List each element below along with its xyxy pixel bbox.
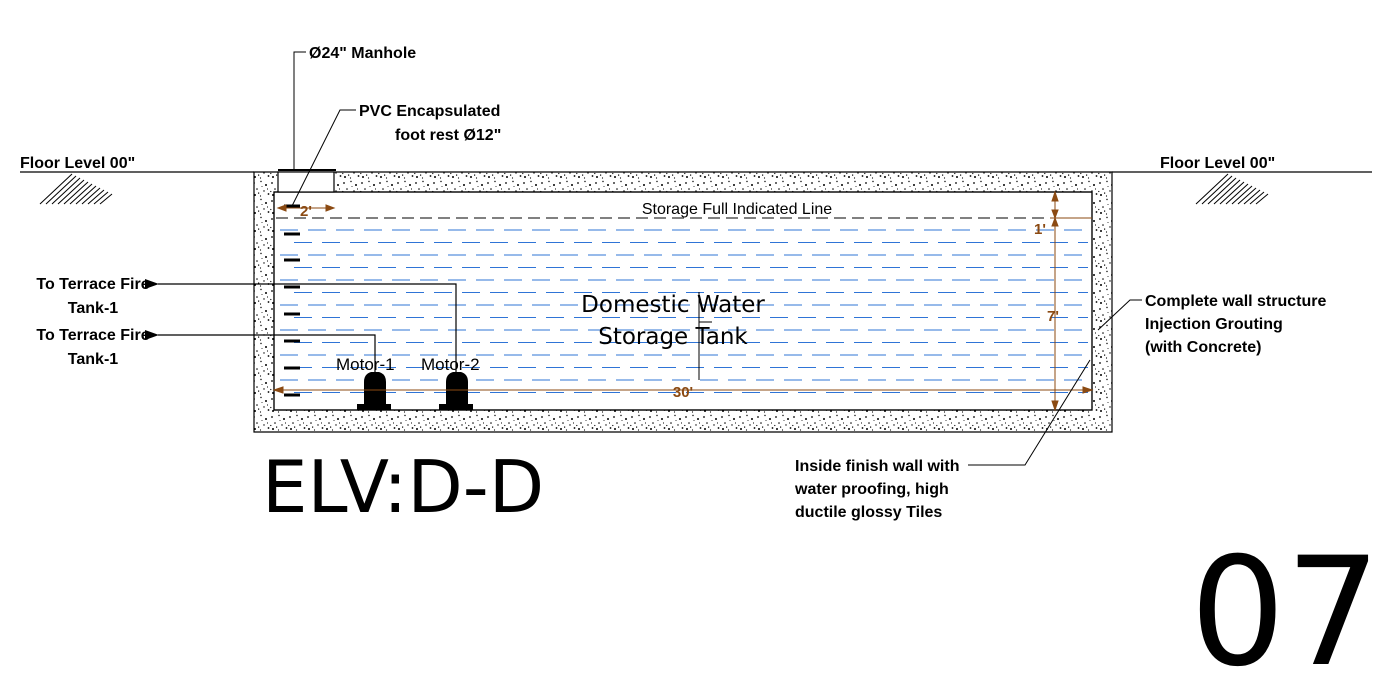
wall-note-line2: Injection Grouting — [1145, 316, 1283, 333]
finish-note-line2: water proofing, high — [794, 481, 949, 498]
motor-2-label: Motor-2 — [421, 355, 480, 374]
finish-note-leader — [968, 359, 1091, 466]
finish-note-line3: ductile glossy Tiles — [795, 504, 942, 521]
wall-note-leader — [1097, 299, 1142, 331]
wall-note-line3: (with Concrete) — [1145, 339, 1261, 356]
dim-length: 30' — [673, 384, 693, 401]
wall-note-line1: Complete wall structure — [1145, 293, 1326, 310]
motor-1-label: Motor-1 — [336, 355, 395, 374]
earth-hatch-left — [39, 173, 113, 205]
manhole-label: Ø24" Manhole — [309, 45, 416, 62]
foot-rest-leader — [291, 109, 356, 207]
sheet-number: 07 — [1190, 526, 1377, 689]
outlet-pipe-motor-1 — [145, 330, 376, 372]
outlet-2-label-line2: Tank-1 — [68, 351, 118, 368]
foot-rest-label-line1: PVC Encapsulated — [359, 103, 500, 120]
floor-level-left: Floor Level 00" — [20, 155, 135, 172]
dimension-lines — [272, 190, 1094, 412]
elevation-title: ELV:D-D — [262, 445, 544, 529]
finish-note-line1: Inside finish wall with — [795, 458, 959, 475]
outlet-1-label-line1: To Terrace Fire — [36, 276, 149, 293]
floor-level-right: Floor Level 00" — [1160, 155, 1275, 172]
tank-label-line1: Domestic Water — [581, 292, 765, 318]
earth-hatch-right — [1195, 173, 1269, 205]
dim-freeboard: 1' — [1034, 221, 1046, 238]
outlet-2-label-line1: To Terrace Fire — [36, 327, 149, 344]
tank-inner-wall — [273, 191, 1093, 411]
manhole-leader — [293, 51, 306, 170]
motor-1-pump — [357, 372, 391, 410]
outlet-1-label-line2: Tank-1 — [68, 300, 118, 317]
foot-rests — [284, 204, 300, 397]
manhole-opening — [277, 171, 335, 193]
tank-label-line2: Storage Tank — [598, 324, 748, 350]
foot-rest-label-line2: foot rest Ø12" — [395, 127, 501, 144]
dim-manhole-width: 2' — [300, 203, 312, 220]
outlet-pipe-motor-2 — [145, 279, 457, 372]
water-hatch — [280, 229, 1088, 393]
motor-2-pump — [439, 372, 473, 410]
storage-full-label: Storage Full Indicated Line — [642, 201, 832, 218]
dim-depth: 7' — [1047, 308, 1059, 325]
